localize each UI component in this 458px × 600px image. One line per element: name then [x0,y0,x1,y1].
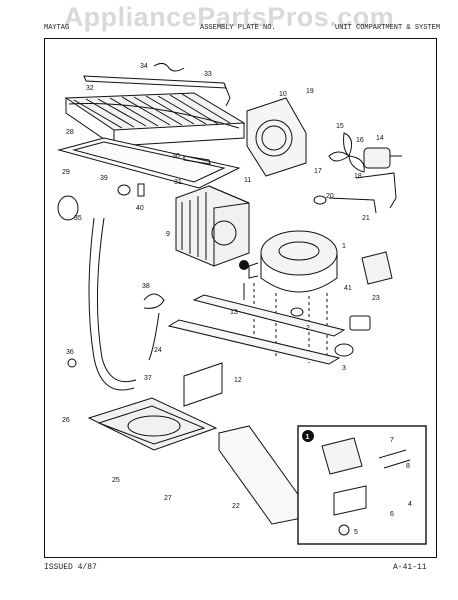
motor-bracket [355,172,397,209]
label-2: 2 [306,325,310,332]
fan-shroud [246,97,307,177]
label-8: 8 [406,463,410,470]
fan-blade [328,132,365,173]
label-14: 14 [376,135,384,142]
base-rails [167,294,346,365]
diagram-frame [44,38,437,558]
tube-30 [183,155,211,165]
label-21: 21 [362,215,370,222]
label-5: 5 [354,529,358,536]
label-33: 33 [204,71,212,78]
header-plate: ASSEMBLY PLATE NO. [200,24,276,32]
label-1: 1 [342,243,346,250]
watermark: AppliancePartsPros.com [63,2,395,32]
label-18: 18 [354,173,362,180]
label-3: 3 [342,365,346,372]
inset-marker-label: 1 [306,434,310,441]
label-13: 13 [230,309,238,316]
fan-motor [363,147,402,169]
relay [361,251,393,285]
label-36: 36 [66,349,74,356]
lower-panel [183,362,223,407]
label-35: 35 [74,215,82,222]
label-41: 41 [344,285,352,292]
label-23: 23 [372,295,380,302]
label-12: 12 [234,377,242,384]
part-labels: 34 33 32 28 10 19 15 16 14 17 11 18 20 2… [62,63,412,536]
header-brand: MAYTAG [44,24,70,32]
label-30: 30 [172,153,180,160]
label-4: 4 [408,501,412,508]
label-10: 10 [279,91,287,98]
condenser-unit [175,185,250,267]
drain-pan [87,397,218,451]
inset-marker: 1 [302,430,314,442]
wire-34 [153,62,185,72]
label-20: 20 [326,193,334,200]
label-25: 25 [112,477,120,484]
exploded-parts-diagram: 34 33 32 28 10 19 15 16 14 17 11 18 20 2… [57,62,427,545]
compressor [248,230,338,293]
label-37: 37 [144,375,152,382]
condenser-coil [64,92,246,147]
label-39: 39 [100,175,108,182]
tubing [88,217,135,391]
label-6: 6 [390,511,394,518]
label-16: 16 [356,137,364,144]
compressor-marker [239,260,249,270]
inset-detail [297,425,427,545]
label-38: 38 [142,283,150,290]
label-9: 9 [166,231,170,238]
label-29: 29 [62,169,70,176]
label-22: 22 [232,503,240,510]
page-code: A-41-11 [393,563,427,572]
bracket-21 [328,197,377,214]
label-15: 15 [336,123,344,130]
label-40: 40 [136,205,144,212]
label-27: 27 [164,495,172,502]
label-26: 26 [62,417,70,424]
label-28: 28 [66,129,74,136]
label-17: 17 [314,168,322,175]
label-19: 19 [306,88,314,95]
label-11: 11 [244,177,251,184]
header-section-title: UNIT COMPARTMENT & SYSTEM [335,24,441,32]
label-7: 7 [390,437,394,444]
issued-date: ISSUED 4/87 [44,563,97,572]
label-32: 32 [86,85,94,92]
label-24: 24 [154,347,162,354]
label-31: 31 [174,179,182,186]
label-34: 34 [140,63,148,70]
drip-tray [57,137,241,189]
